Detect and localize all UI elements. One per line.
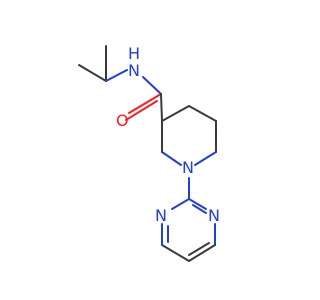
atom-carbonyl-o: O: [116, 111, 129, 130]
bond-pym-c5-c6: [161, 244, 190, 262]
bond-ipr-me1: [78, 64, 107, 82]
bond-pip-n-c2: [161, 151, 182, 166]
atom-amide-n: N: [128, 61, 140, 80]
bond-pip-c6-n: [194, 151, 217, 166]
atom-pyrimidine-n2: N: [208, 206, 220, 225]
bond-pym-c2-n3-inner: [192, 204, 207, 214]
bond-pym-n1-c2: [171, 198, 190, 210]
bond-pym-c2-n3: [188, 198, 207, 210]
bond-c-o-2: [125, 100, 158, 121]
bond-pym-c4-c5: [188, 244, 216, 262]
bond-pip-c3-c4: [161, 105, 190, 122]
structure-svg: N H O N N N: [78, 44, 220, 262]
bond-ipr-n: [105, 69, 128, 82]
atom-pyrimidine-n1: N: [155, 206, 167, 225]
bond-c-o-1: [128, 93, 162, 114]
molecule-diagram: N H O N N N: [78, 44, 220, 262]
atom-piperidine-n: N: [182, 158, 194, 177]
bond-n-carbonyl: [142, 76, 162, 95]
atom-amide-h: H: [128, 44, 140, 63]
bond-pip-c4-c5: [188, 105, 217, 122]
bond-carbonyl-c3: [160, 93, 163, 122]
bond-pym-c4-c5-inner: [188, 242, 210, 256]
